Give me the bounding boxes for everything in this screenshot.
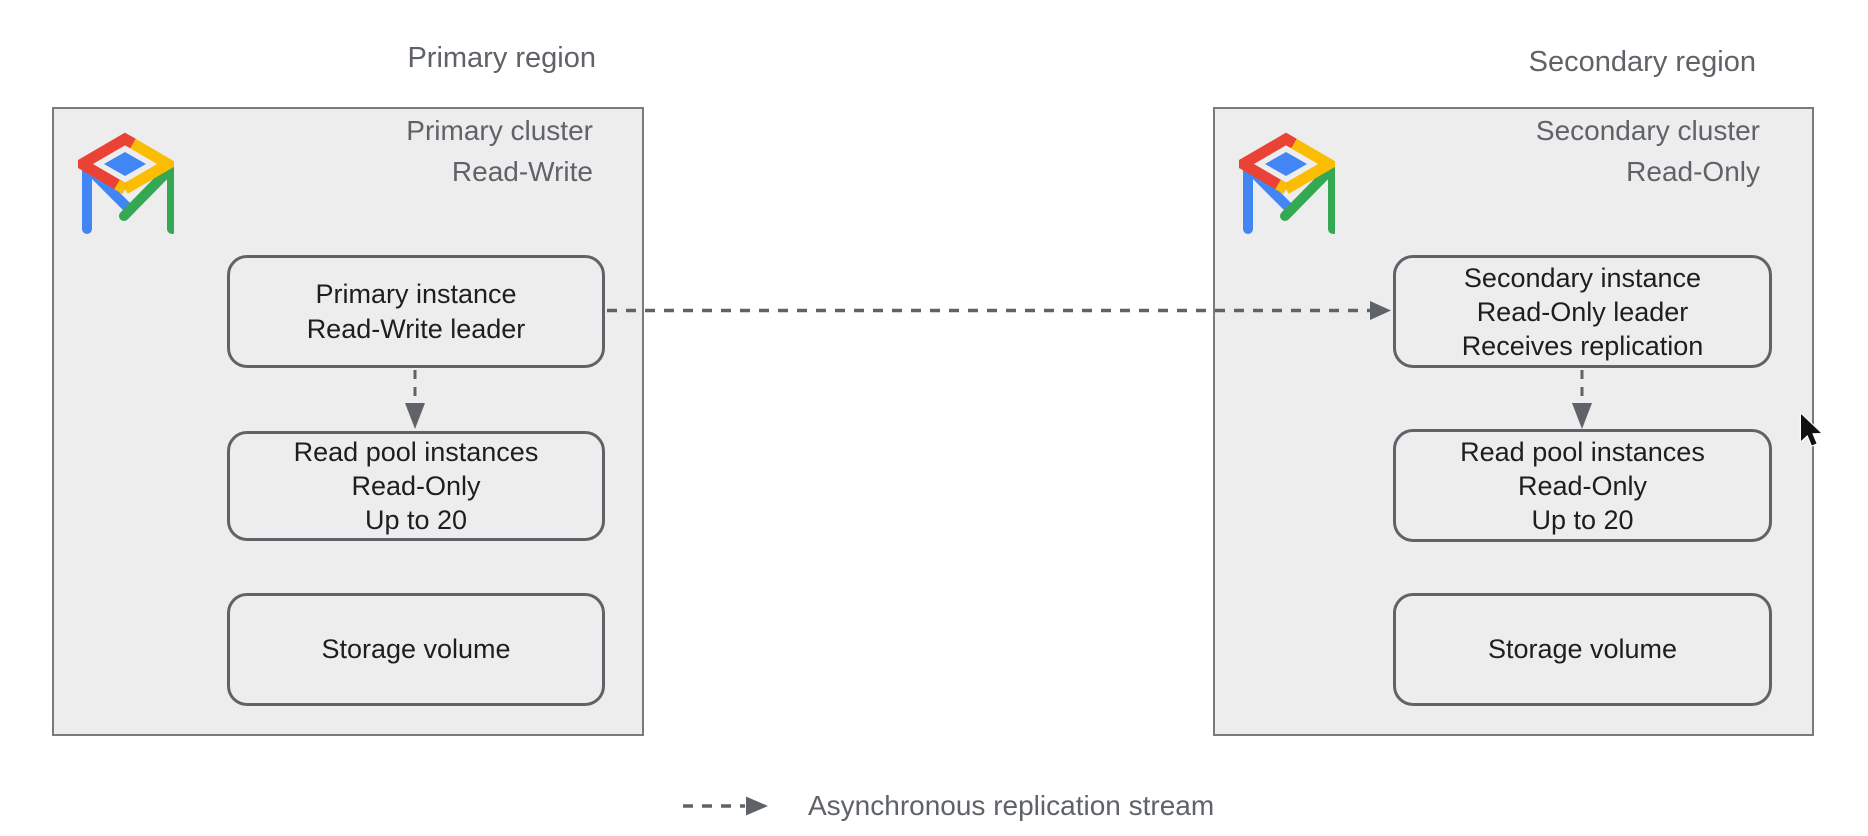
node-line: Storage volume xyxy=(321,634,511,664)
icon-top-red xyxy=(78,132,136,194)
node-line: Secondary instance xyxy=(1463,262,1702,293)
secondary-cluster-title: Secondary cluster Read-Only xyxy=(1480,110,1760,192)
secondary-instance-box: Secondary instance Read-Only leader Rece… xyxy=(1393,255,1772,368)
alloydb-icon xyxy=(1239,132,1335,234)
cluster-title-line: Read-Only xyxy=(1626,156,1760,187)
primary-storage-box: Storage volume xyxy=(227,593,605,706)
node-line: Read-Write leader xyxy=(306,313,526,344)
icon-top-yellow-tip xyxy=(114,179,128,194)
icon-top-yellow-tip xyxy=(1275,179,1289,194)
primary-instance-box: Primary instance Read-Write leader xyxy=(227,255,605,368)
primary-read-pool-box: Read pool instances Read-Only Up to 20 xyxy=(227,431,605,541)
node-line: Storage volume xyxy=(1487,634,1678,664)
cursor-arrow xyxy=(1799,412,1823,447)
node-line: Read pool instances xyxy=(293,437,539,467)
node-line: Read pool instances xyxy=(1460,436,1705,467)
node-line: Primary instance xyxy=(315,278,517,309)
secondary-storage-box: Storage volume xyxy=(1393,593,1772,706)
icon-top-yellow xyxy=(122,134,174,194)
alloydb-icon xyxy=(78,132,174,234)
node-line: Up to 20 xyxy=(1531,504,1634,535)
node-line: Up to 20 xyxy=(364,505,468,535)
icon-top-yellow xyxy=(1283,134,1335,194)
node-line: Read-Only xyxy=(1517,470,1648,501)
node-line: Read-Only xyxy=(351,471,481,501)
cluster-title-line: Secondary cluster xyxy=(1535,115,1760,146)
secondary-region-label: Secondary region xyxy=(1528,46,1756,78)
mouse-cursor xyxy=(1799,412,1823,447)
cluster-title-line: Primary cluster xyxy=(406,115,593,146)
secondary-read-pool-box: Read pool instances Read-Only Up to 20 xyxy=(1393,429,1772,542)
node-line: Receives replication xyxy=(1461,330,1704,361)
icon-center-diamond xyxy=(1265,152,1307,176)
cluster-title-line: Read-Write xyxy=(451,156,593,187)
primary-region-label: Primary region xyxy=(407,42,596,74)
legend-label: Asynchronous replication stream xyxy=(808,790,1215,821)
icon-center-diamond xyxy=(104,152,146,176)
icon-top-red xyxy=(1239,132,1297,194)
legend-arrow-sample xyxy=(683,796,768,816)
primary-cluster-title: Primary cluster Read-Write xyxy=(313,110,593,192)
node-line: Read-Only leader xyxy=(1476,296,1689,327)
